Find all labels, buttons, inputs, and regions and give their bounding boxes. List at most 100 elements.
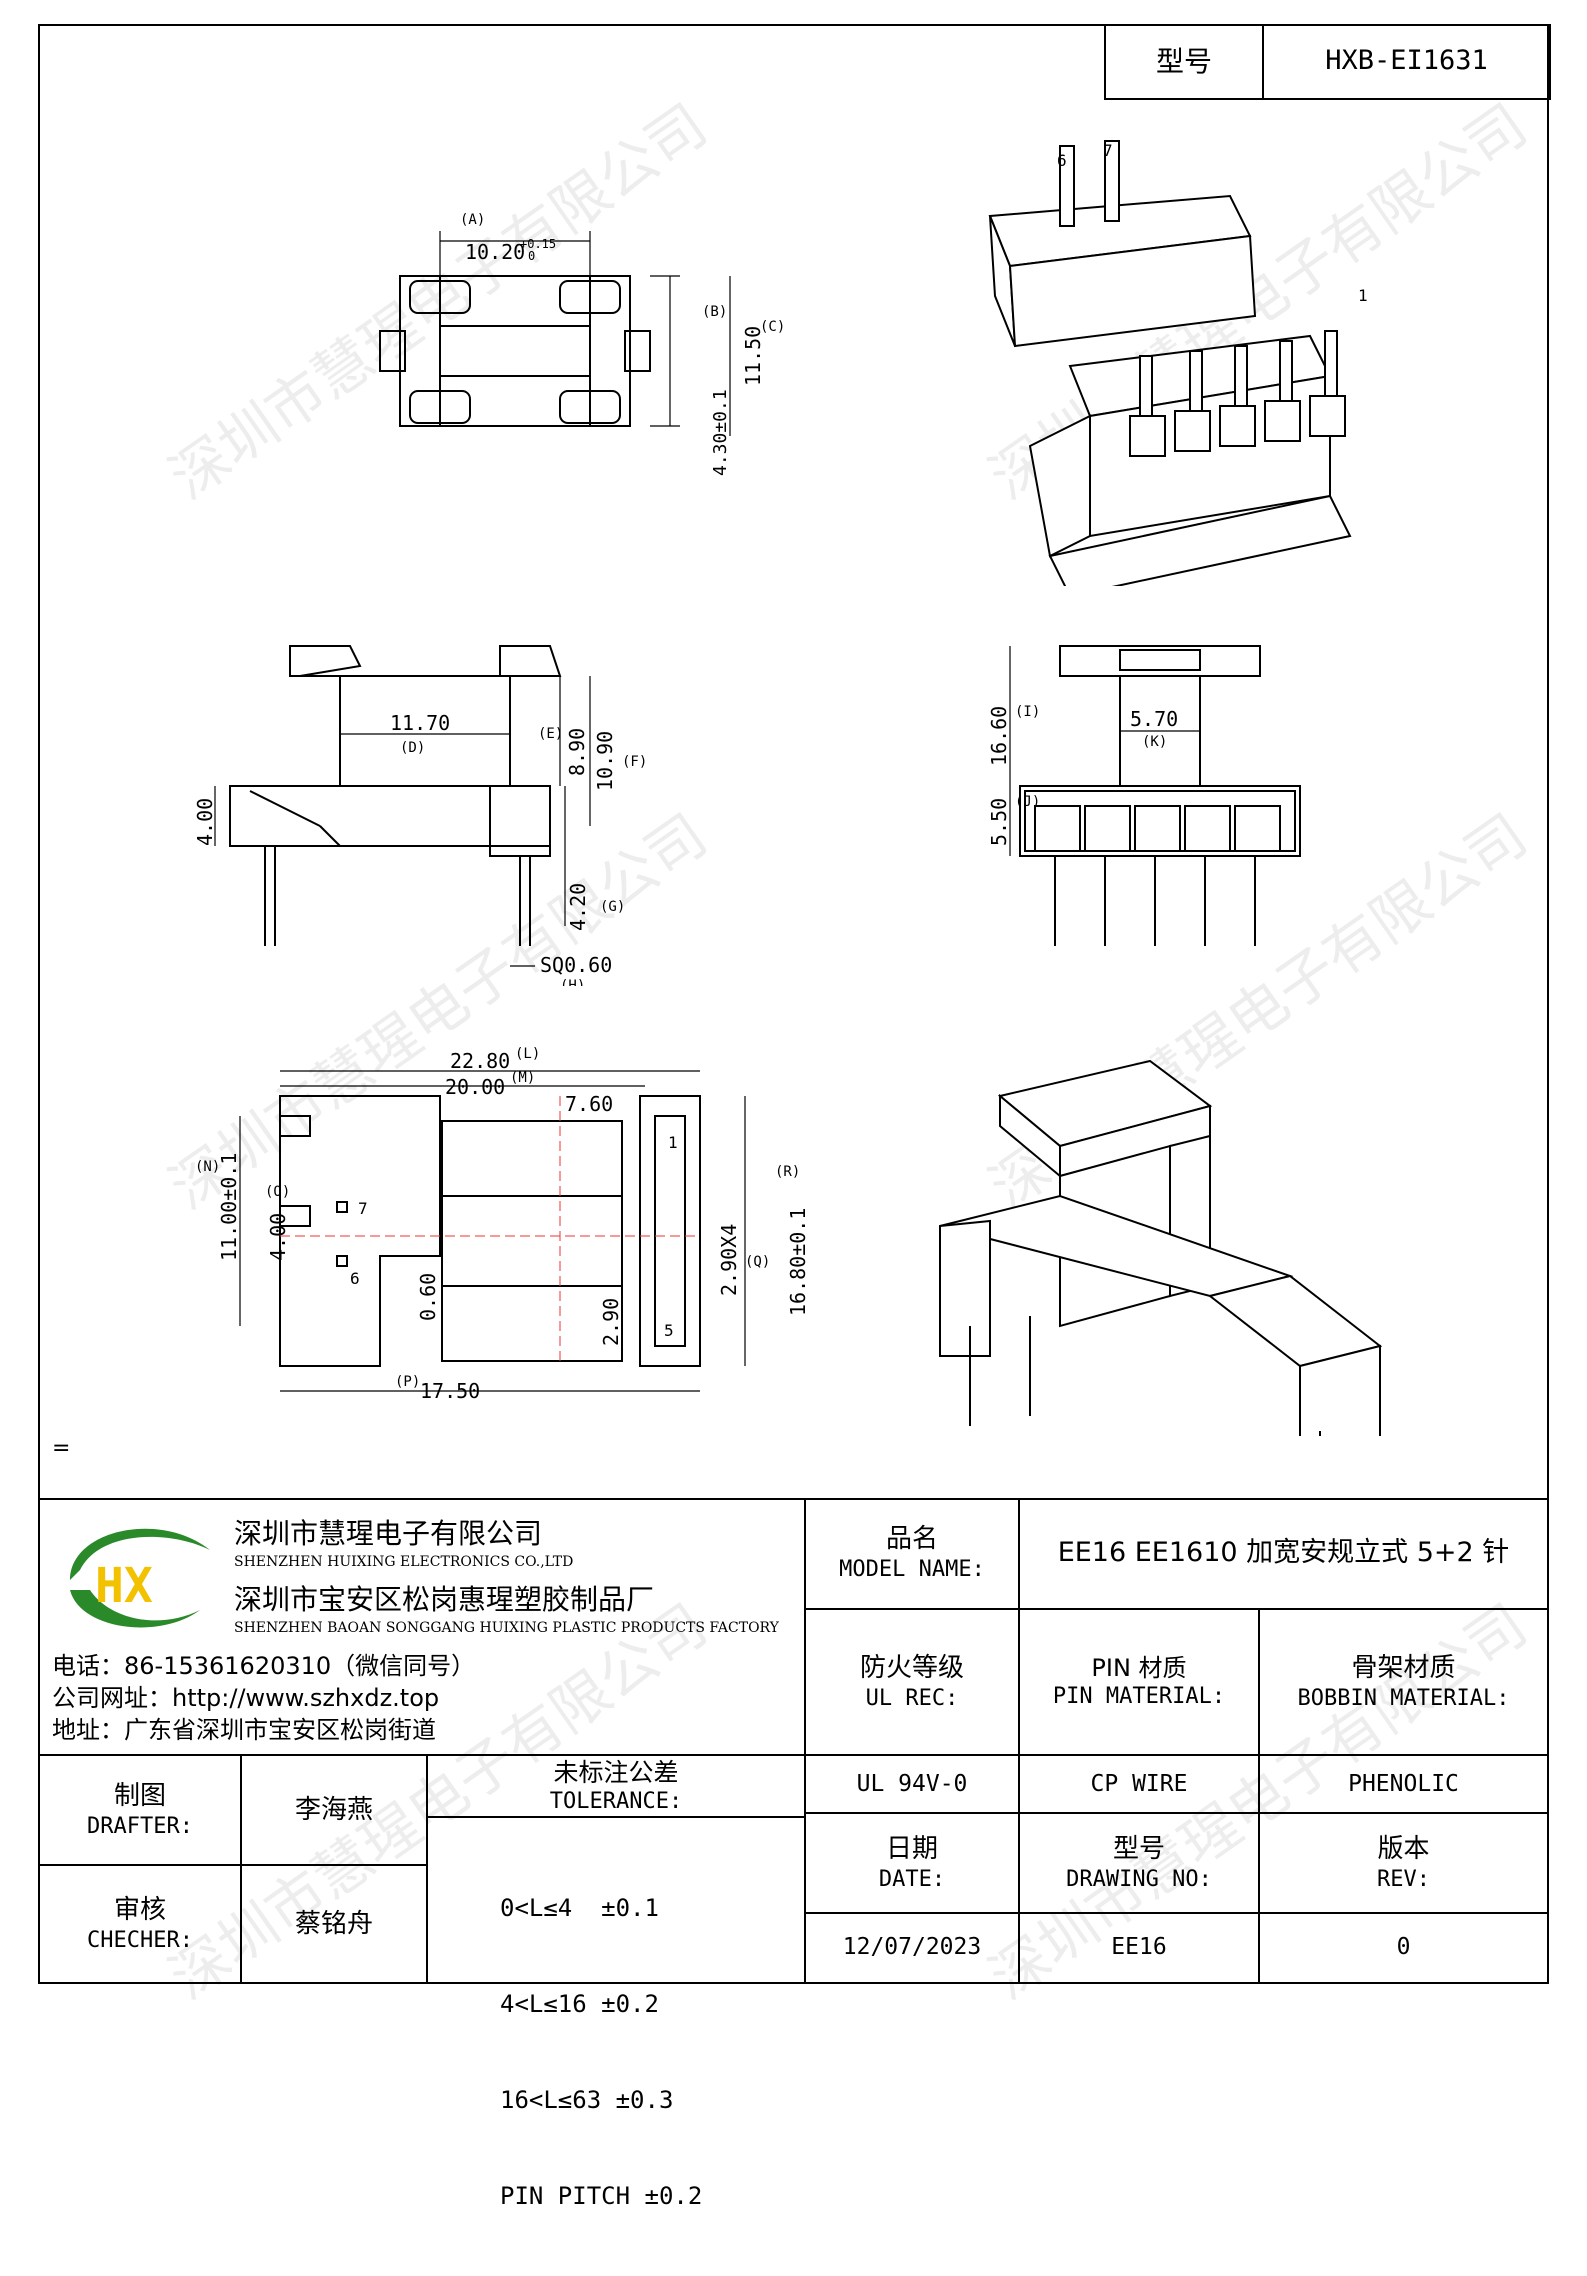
- dim-n-tag: (N): [195, 1159, 220, 1175]
- date-cn: 日期: [885, 1834, 938, 1864]
- dim-a-value: 10.20: [465, 240, 525, 264]
- dim-f-tag: (F): [622, 754, 647, 770]
- checker-en: CHECHER:: [87, 1927, 193, 1953]
- header-model-label: 型号: [1106, 24, 1264, 98]
- dim-m-tag: (M): [510, 1070, 535, 1086]
- isometric-bottom-drawing: [939, 1059, 1383, 1436]
- dim-g-tag: (G): [600, 899, 625, 915]
- pin-material-cn: PIN 材质: [1091, 1654, 1187, 1683]
- drafter-en: DRAFTER:: [87, 1813, 193, 1839]
- dim-e-tag: (E): [538, 726, 563, 742]
- iso-pin-7: 7: [1103, 141, 1113, 160]
- drawing-no-cn: 型号: [1112, 1834, 1165, 1864]
- dim-p-value: 17.50: [420, 1379, 480, 1403]
- checker-label: 审核 CHECHER:: [40, 1866, 240, 1982]
- bobbin-material-label: 骨架材质 BOBBIN MATERIAL:: [1260, 1610, 1547, 1754]
- dim-c-tag: (C): [760, 319, 785, 335]
- tolerance-table: 0<L≤4 ±0.1 4<L≤16 ±0.2 16<L≤63 ±0.3 PIN …: [500, 1828, 702, 2276]
- tolerance-row: PIN PITCH ±0.2: [500, 2182, 703, 2210]
- dim-q-tag: (Q): [745, 1254, 770, 1270]
- factory-name-cn: 深圳市宝安区松岗惠瑆塑胶制品厂: [234, 1583, 655, 1616]
- rev-en: REV:: [1377, 1866, 1430, 1892]
- dim-060: 0.60: [416, 1273, 440, 1321]
- dim-k-tag: (K): [1142, 734, 1167, 750]
- rev-cn: 版本: [1377, 1834, 1430, 1864]
- dim-h-tag: (H): [560, 978, 585, 986]
- bobbin-material-en: BOBBIN MATERIAL:: [1297, 1685, 1510, 1711]
- pin-material-en: PIN MATERIAL:: [1052, 1684, 1226, 1710]
- model-name-label: 品名 MODEL NAME:: [806, 1498, 1018, 1608]
- pin-7-label: 7: [358, 1199, 368, 1218]
- date-value: 12/07/2023: [842, 1933, 982, 1960]
- drafter-label: 制图 DRAFTER:: [40, 1756, 240, 1864]
- ul-value: UL 94V-0: [856, 1770, 968, 1797]
- dim-l-value: 22.80: [450, 1049, 510, 1073]
- dim-f-value: 10.90: [593, 731, 617, 791]
- dim-p-tag: (P): [395, 1374, 420, 1390]
- dim-j-tag: (J): [1015, 794, 1040, 810]
- dim-n-value: 11.00±0.1: [217, 1153, 241, 1261]
- ul-label-en: UL REC:: [865, 1685, 959, 1711]
- dim-a-tol-dn: 0: [528, 249, 535, 263]
- dim-r-value: 16.80±0.1: [786, 1208, 810, 1316]
- tolerance-cn: 未标注公差: [553, 1757, 679, 1787]
- company-name-cn: 深圳市慧瑆电子有限公司: [234, 1517, 543, 1550]
- tolerance-row: 16<L≤63 ±0.3: [500, 2086, 674, 2114]
- side-view-drawing: 11.70 (D) (E) 8.90 10.90 (F) 4.00 4.20 (…: [193, 645, 647, 986]
- pin-material-label: PIN 材质 PIN MATERIAL:: [1020, 1610, 1258, 1754]
- dim-d-value: 11.70: [390, 711, 450, 735]
- date-label: 日期 DATE:: [806, 1814, 1018, 1912]
- header-model-box: 型号 HXB-EI1631: [1104, 24, 1551, 100]
- dim-h-value: SQ0.60: [540, 953, 612, 977]
- dim-j-value: 5.50: [987, 798, 1011, 846]
- header-model-value: HXB-EI1631: [1325, 45, 1488, 77]
- iso-pins: [1129, 330, 1346, 457]
- company-address: 地址：广东省深圳市宝安区松岗街道: [52, 1716, 436, 1744]
- dim-g-value: 4.20: [566, 883, 590, 931]
- dim-d-tag: (D): [400, 740, 425, 756]
- dim-290: 2.90: [599, 1298, 623, 1346]
- dim-i-value: 16.60: [987, 706, 1011, 766]
- dim-m-value: 20.00: [445, 1075, 505, 1099]
- model-name-value: EE16 EE1610 加宽安规立式 5+2 针: [1057, 1537, 1510, 1569]
- date-en: DATE:: [878, 1866, 946, 1892]
- tolerance-row: 0<L≤4 ±0.1: [500, 1894, 659, 1922]
- dim-k-value: 5.70: [1130, 707, 1178, 731]
- ul-label-cn: 防火等级: [859, 1653, 964, 1683]
- pin-1-label: 1: [668, 1133, 678, 1152]
- tolerance-row: 4<L≤16 ±0.2: [500, 1990, 659, 2018]
- pin-5-label: 5: [664, 1321, 674, 1340]
- dim-a-tol-up: +0.15: [520, 237, 556, 251]
- stray-mark: =: [52, 1436, 71, 1461]
- drafter-cn: 制图: [113, 1781, 166, 1811]
- dim-o-value: 4.00: [266, 1213, 290, 1261]
- iso-pin-1: 1: [1358, 286, 1368, 305]
- drawing-no-value: EE16: [1111, 1933, 1167, 1960]
- pin-6-label: 6: [350, 1269, 360, 1288]
- dim-o-tag: (O): [265, 1184, 290, 1200]
- company-name-en: SHENZHEN HUIXING ELECTRONICS CO.,LTD: [234, 1554, 574, 1570]
- dim-base-value: 4.00: [193, 798, 217, 846]
- pin-material-value: CP WIRE: [1090, 1770, 1188, 1797]
- dim-b-tag: (B): [702, 304, 727, 320]
- company-website: 公司网址：http://www.szhxdz.top: [52, 1684, 440, 1712]
- dim-e-value: 8.90: [565, 728, 589, 776]
- dim-l-tag: (L): [515, 1046, 540, 1062]
- model-name-en: MODEL NAME:: [839, 1556, 985, 1582]
- checker-name: 蔡铭舟: [294, 1908, 373, 1939]
- dim-q-value: 2.90X4: [717, 1224, 741, 1296]
- dim-c-value: 11.50: [741, 326, 765, 386]
- drawing-sheet: 型号 HXB-EI1631 深圳市慧瑆电子有限公司 深圳市慧瑆电子有限公司 深圳…: [38, 24, 1551, 2210]
- tolerance-label: 未标注公差 TOLERANCE:: [428, 1756, 804, 1816]
- dim-760: 7.60: [565, 1092, 613, 1116]
- drawing-no-label: 型号 DRAWING NO:: [1020, 1814, 1258, 1912]
- drafter-name: 李海燕: [294, 1794, 373, 1825]
- bottom-view-drawing: 22.80 (L) 20.00 (M) 7.60 (N) 11.00±0.1 (…: [195, 1046, 810, 1403]
- tolerance-en: TOLERANCE:: [549, 1788, 683, 1814]
- company-info: HX 深圳市慧瑆电子有限公司 SHENZHEN HUIXING ELECTRON…: [40, 1498, 804, 1754]
- isometric-top-drawing: 6 7 1: [988, 140, 1368, 586]
- dim-a-tag: (A): [460, 212, 485, 228]
- factory-name-en: SHENZHEN BAOAN SONGGANG HUIXING PLASTIC …: [234, 1620, 779, 1636]
- company-phone: 电话：86-15361620310（微信同号）: [52, 1652, 476, 1680]
- bobbin-material-cn: 骨架材质: [1351, 1653, 1456, 1683]
